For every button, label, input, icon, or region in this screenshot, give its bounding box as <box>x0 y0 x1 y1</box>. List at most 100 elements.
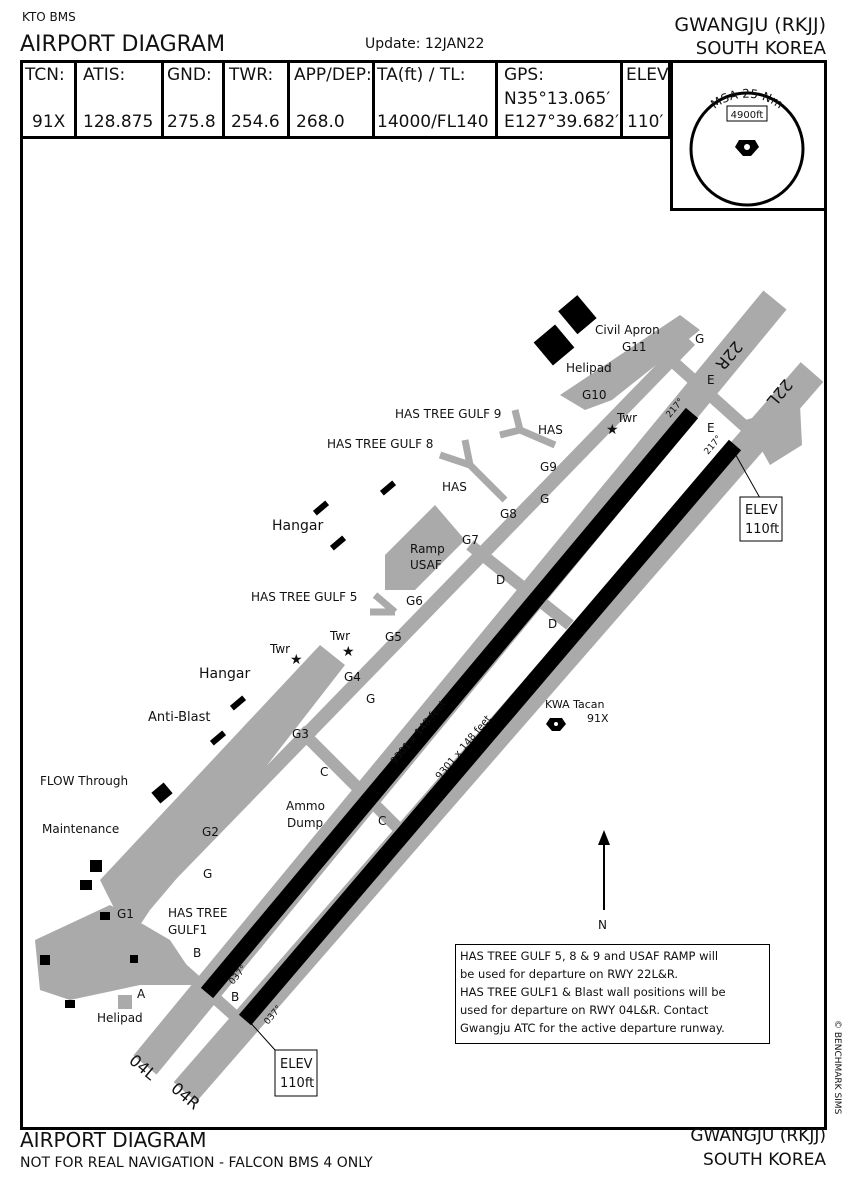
info-cell-atis: ATIS: 128.875 <box>77 62 164 136</box>
label-g1: G1 <box>117 907 134 921</box>
label-has-tree-gulf-8: HAS TREE GULF 8 <box>327 437 433 451</box>
footer-disclaimer: NOT FOR REAL NAVIGATION - FALCON BMS 4 O… <box>20 1155 373 1171</box>
info-cell-ta-tl: TA(ft) / TL: 14000/FL140 <box>375 62 498 136</box>
label-taxiway-d: D <box>496 573 505 587</box>
diagram-frame <box>20 60 827 1130</box>
gps-lat: N35°13.065′ <box>504 89 611 109</box>
label-helipad-north: Helipad <box>566 361 612 375</box>
ta-tl-value: 14000/FL140 <box>377 112 489 132</box>
label-taxiway-c: C <box>378 814 386 828</box>
label-dump: Dump <box>287 816 323 830</box>
label-has-tree-gulf-5: HAS TREE GULF 5 <box>251 590 357 604</box>
label-taxiway-e: E <box>707 421 715 435</box>
label-taxiway-c: C <box>320 765 328 779</box>
gnd-label: GND: <box>167 65 212 85</box>
label-north: N <box>598 918 607 932</box>
twr-label: TWR: <box>229 65 274 85</box>
svg-text:★: ★ <box>342 644 355 660</box>
tcn-value: 91X <box>32 112 66 132</box>
twr-value: 254.6 <box>231 112 280 132</box>
tower-icons: ★★★ <box>290 422 619 668</box>
tacan-icon <box>735 140 759 156</box>
footer-country: SOUTH KOREA <box>703 1150 826 1170</box>
label-usaf: USAF <box>410 558 442 572</box>
map-labels: Civil Apron G11 Helipad G10 G E E HAS TR… <box>40 323 715 1025</box>
footer-airport: GWANGJU (RKJJ) <box>690 1126 826 1146</box>
airport-name: GWANGJU (RKJJ) <box>674 14 826 36</box>
info-divider <box>20 136 670 139</box>
label-helipad-south: Helipad <box>97 1011 143 1025</box>
label-tower: Twr <box>616 411 637 425</box>
label-has-tree-gulf-1: GULF1 <box>168 923 207 937</box>
label-tower: Twr <box>269 642 290 656</box>
label-ammo: Ammo <box>286 799 325 813</box>
appdep-value: 268.0 <box>296 112 345 132</box>
info-cell-tcn: TCN: 91X <box>22 62 77 136</box>
label-ramp: Ramp <box>410 542 445 556</box>
buildings <box>40 295 597 1008</box>
elev-north-label: ELEV <box>745 503 778 518</box>
label-civil-apron: Civil Apron <box>595 323 660 337</box>
elev-south-label: ELEV <box>280 1057 313 1072</box>
runway-dimension-left: 9301 x 148 feet <box>389 699 449 767</box>
note-line: HAS TREE GULF 5, 8 & 9 and USAF RAMP wil… <box>460 949 719 963</box>
country-name: SOUTH KOREA <box>695 38 826 59</box>
msa-altitude: 4900ft <box>731 110 764 121</box>
label-kwa-tacan: KWA Tacan <box>545 698 605 711</box>
label-hangar: Hangar <box>272 518 323 534</box>
msa-box: MSA 25 Nm 4900ft <box>670 62 824 211</box>
tcn-label: TCN: <box>25 65 65 85</box>
label-g9: G9 <box>540 460 557 474</box>
gnd-value: 275.8 <box>167 112 216 132</box>
svg-text:★: ★ <box>290 652 303 668</box>
label-taxiway-g: G <box>540 492 549 506</box>
atis-label: ATIS: <box>83 65 126 85</box>
label-kwa-channel: 91X <box>587 712 609 725</box>
ta-tl-label: TA(ft) / TL: <box>377 65 466 85</box>
label-has: HAS <box>442 480 467 494</box>
gps-label: GPS: <box>504 65 544 85</box>
tacan-kwa-icon <box>546 718 566 731</box>
note-line: be used for departure on RWY 22L&R. <box>460 967 679 981</box>
label-maintenance: Maintenance <box>42 822 119 836</box>
elev-north-value: 110ft <box>745 522 779 537</box>
note-line: used for departure on RWY 04L&R. Contact <box>460 1003 709 1017</box>
label-taxiway-b: B <box>231 990 239 1004</box>
label-taxiway-g: G <box>203 867 212 881</box>
label-g10: G10 <box>582 388 607 402</box>
label-has-tree-gulf-1: HAS TREE <box>168 906 228 920</box>
info-cell-gnd: GND: 275.8 <box>164 62 225 136</box>
label-g5: G5 <box>385 630 402 644</box>
msa-circle: MSA 25 Nm 4900ft <box>689 87 805 207</box>
label-g3: G3 <box>292 727 309 741</box>
source-label: KTO BMS <box>22 10 76 24</box>
departure-note: HAS TREE GULF 5, 8 & 9 and USAF RAMP wil… <box>455 944 770 1044</box>
label-taxiway-b: B <box>193 946 201 960</box>
elev-value: 110′ <box>627 112 664 132</box>
elev-boxes: ELEV 110ft ELEV 110ft <box>247 449 783 1097</box>
gps-lon: E127°39.682′ <box>504 112 620 132</box>
info-cell-appdep: APP/DEP: 268.0 <box>290 62 375 136</box>
elev-south-value: 110ft <box>280 1076 314 1091</box>
label-flow-through: FLOW Through <box>40 774 128 788</box>
footer-title: AIRPORT DIAGRAM <box>20 1128 207 1152</box>
label-taxiway-g: G <box>695 332 704 346</box>
label-g11: G11 <box>622 340 647 354</box>
label-hangar: Hangar <box>199 666 250 682</box>
label-taxiway-e: E <box>707 373 715 387</box>
label-has: HAS <box>538 423 563 437</box>
label-anti-blast: Anti-Blast <box>148 710 210 725</box>
label-taxiway-a: A <box>137 987 146 1001</box>
runways <box>200 407 742 1026</box>
label-g4: G4 <box>344 670 361 684</box>
info-cell-elev: ELEV: 110′ <box>623 62 673 136</box>
label-taxiway-g: G <box>366 692 375 706</box>
elev-label: ELEV: <box>626 65 673 85</box>
label-g2: G2 <box>202 825 219 839</box>
atis-value: 128.875 <box>83 112 154 132</box>
page-title: AIRPORT DIAGRAM <box>20 32 226 57</box>
runway-04r-22l <box>238 439 742 1026</box>
label-taxiway-d: D <box>548 617 557 631</box>
copyright: © BENCHMARK SIMS <box>832 1020 842 1115</box>
